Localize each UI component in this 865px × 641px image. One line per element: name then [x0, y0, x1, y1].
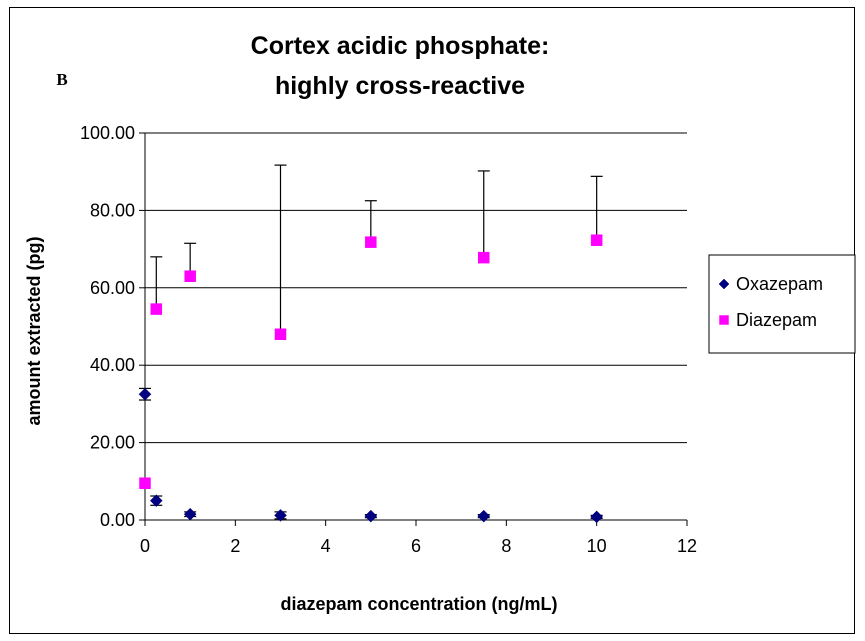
- x-tick-label-0: 0: [140, 536, 150, 556]
- legend-marker-oxazepam: [718, 278, 730, 290]
- marker-oxazepam-1: [149, 494, 163, 508]
- data-markers: [138, 234, 604, 524]
- x-tick-label-5: 10: [587, 536, 607, 556]
- marker-oxazepam-5: [477, 509, 491, 523]
- y-tick-label-0: 0.00: [100, 510, 135, 530]
- chart-frame: Cortex acidic phosphate: highly cross-re…: [9, 7, 856, 634]
- legend-box: [708, 254, 856, 354]
- marker-oxazepam-0: [138, 387, 152, 401]
- gridlines: [145, 132, 687, 444]
- legend-label-diazepam: Diazepam: [736, 310, 817, 330]
- marker-diazepam-1: [150, 303, 163, 315]
- marker-diazepam-6: [590, 234, 603, 246]
- y-tick-label-1: 20.00: [90, 433, 135, 453]
- x-axis-label: diazepam concentration (ng/mL): [280, 594, 557, 614]
- y-tick-label-3: 60.00: [90, 278, 135, 298]
- legend-marker-diazepam: [719, 315, 729, 325]
- chart-title-line-2: highly cross-reactive: [275, 72, 525, 100]
- marker-diazepam-3: [274, 328, 287, 340]
- y-tick-labels: 0.00 20.00 40.00 60.00 80.00 100.00: [80, 123, 135, 530]
- error-bars: [139, 164, 603, 520]
- y-tick-label-2: 40.00: [90, 355, 135, 375]
- marker-diazepam-4: [365, 236, 377, 248]
- marker-diazepam-2: [184, 270, 196, 282]
- axes: [139, 132, 688, 526]
- marker-oxazepam-3: [274, 509, 287, 522]
- panel-label: B: [56, 70, 67, 89]
- y-tick-label-4: 80.00: [90, 200, 135, 220]
- x-tick-label-6: 12: [677, 536, 697, 556]
- marker-oxazepam-2: [183, 507, 197, 521]
- marker-diazepam-0: [139, 477, 151, 489]
- y-tick-label-5: 100.00: [80, 123, 135, 143]
- marker-oxazepam-6: [590, 510, 604, 524]
- x-tick-labels: 0 2 4 6 8 10 12: [140, 536, 697, 556]
- x-tick-label-3: 6: [411, 536, 421, 556]
- x-tick-label-4: 8: [501, 536, 511, 556]
- marker-oxazepam-4: [364, 509, 378, 523]
- y-axis-label: amount extracted (pg): [24, 236, 44, 425]
- x-tick-label-1: 2: [230, 536, 240, 556]
- legend-label-oxazepam: Oxazepam: [736, 274, 823, 294]
- chart-svg: Cortex acidic phosphate: highly cross-re…: [24, 32, 856, 614]
- marker-diazepam-5: [478, 251, 490, 264]
- chart-title-line-1: Cortex acidic phosphate:: [251, 32, 550, 60]
- x-tick-label-2: 4: [321, 536, 331, 556]
